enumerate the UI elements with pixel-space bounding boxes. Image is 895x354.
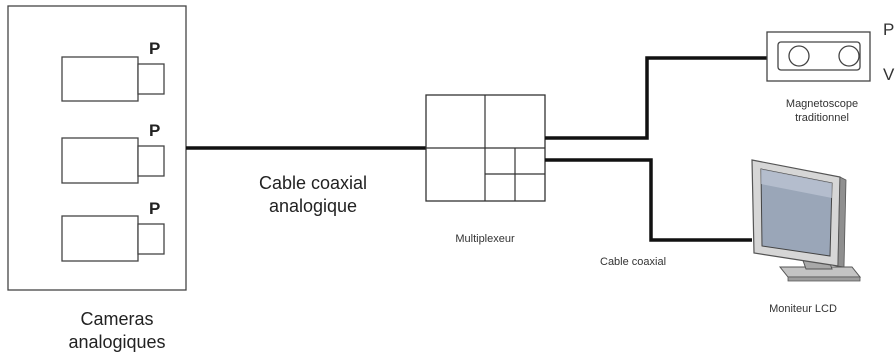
camera-3-port-label: P <box>149 199 161 218</box>
cable-main-label: Cable coaxial analogique <box>238 172 388 218</box>
camera-2-port-label: P <box>149 121 161 140</box>
camera-3 <box>61 215 165 262</box>
cameras-caption: Cameras analogiques <box>52 308 182 354</box>
cable-to-vcr <box>545 56 767 140</box>
lcd-monitor <box>751 159 862 282</box>
cable-main-label-line-2: analogique <box>268 196 358 216</box>
monitor-label: Moniteur LCD <box>769 303 837 315</box>
cameras-caption-line-2: analogiques <box>68 332 166 352</box>
vcr-edge-letter-p: P <box>883 20 895 39</box>
cable-to-monitor <box>545 158 752 242</box>
cable-small-label: Cable coaxial <box>600 256 667 268</box>
camera-1-port-label: P <box>149 39 161 58</box>
vcr-label-line-2: traditionnel <box>795 112 849 124</box>
multiplexer-label: Multiplexeur <box>455 233 515 245</box>
vcr-label: Magnetoscope traditionnel <box>772 97 872 125</box>
camera-1 <box>61 56 165 102</box>
vcr-edge-letter-v: V <box>883 65 895 84</box>
vcr-device <box>766 31 871 82</box>
cameras-caption-line-1: Cameras <box>80 309 154 329</box>
cable-main-label-line-1: Cable coaxial <box>258 173 368 193</box>
vcr-label-line-1: Magnetoscope <box>785 98 859 110</box>
multiplexer-box <box>425 94 546 202</box>
camera-2 <box>61 137 165 184</box>
